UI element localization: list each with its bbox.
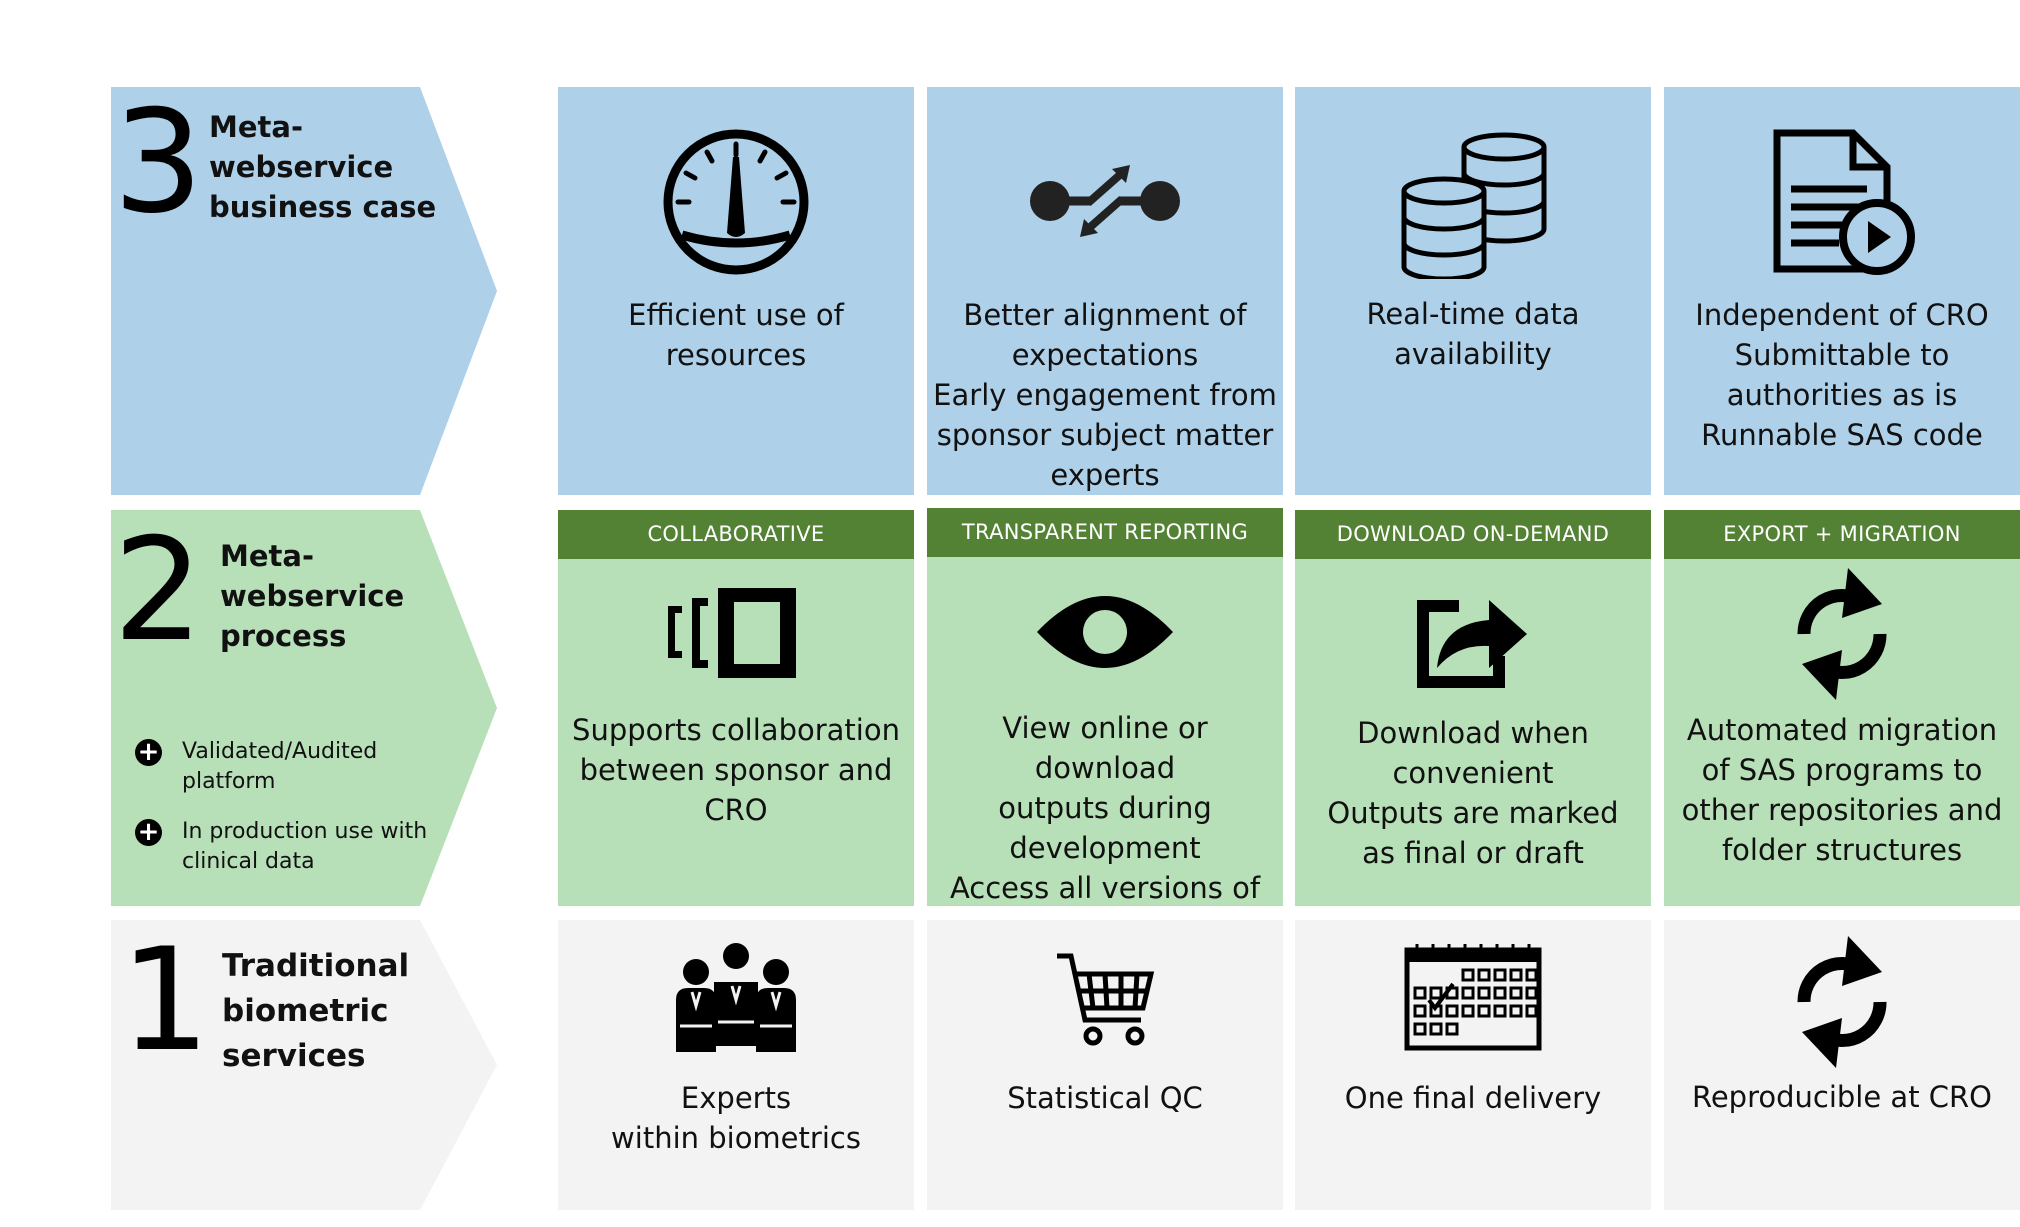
calendar-icon xyxy=(1404,944,1542,1051)
row3-tile-2-text: Better alignment of expectations Early e… xyxy=(933,298,1277,492)
tile-header: COLLABORATIVE xyxy=(558,510,914,559)
row1-tile-1-text: Experts within biometrics xyxy=(611,1081,861,1155)
row3-tile-3: Real-time data availability xyxy=(1295,87,1651,495)
tile-header: EXPORT + MIGRATION xyxy=(1664,510,2020,559)
row3-chevron xyxy=(111,87,497,495)
tile-header: DOWNLOAD ON-DEMAND xyxy=(1295,510,1651,559)
row2-tile-1: COLLABORATIVE Supports collaboration bet… xyxy=(558,510,914,906)
row3-tile-1: Efficient use of resources xyxy=(558,87,914,495)
row3-tile-2: Better alignment of expectations Early e… xyxy=(927,87,1283,495)
alignment-arrows-icon xyxy=(1030,165,1180,237)
row1-chevron xyxy=(111,920,497,1210)
row2-tile-2: TRANSPARENT REPORTING View online or dow… xyxy=(927,508,1283,985)
row2-tile-4-text: Automated migration of SAS programs to o… xyxy=(1681,713,2003,867)
sync-icon xyxy=(1797,936,1887,1068)
row2-bullets: +Validated/Audited platform +In producti… xyxy=(133,737,473,897)
eye-icon xyxy=(1037,596,1173,668)
speedometer-icon xyxy=(663,129,809,275)
row1-tile-3-text: One final delivery xyxy=(1344,1081,1602,1115)
row3-tile-4-text: Independent of CRO Submittable to author… xyxy=(1695,298,1989,452)
row1-tile-1: Experts within biometrics xyxy=(558,920,914,1210)
row3-number: 3 xyxy=(113,80,204,245)
row3-tile-4: Independent of CRO Submittable to author… xyxy=(1664,87,2020,495)
tile-header: TRANSPARENT REPORTING xyxy=(927,508,1283,557)
row1-number: 1 xyxy=(120,918,211,1083)
row1-tile-2-text: Statistical QC xyxy=(1007,1081,1203,1115)
plus-icon: + xyxy=(135,739,162,766)
row2-number: 2 xyxy=(113,508,204,673)
row1-tile-4: Reproducible at CRO xyxy=(1664,920,2020,1210)
row2-title: Meta- webservice process xyxy=(220,539,405,653)
row3-tile-1-text: Efficient use of resources xyxy=(628,298,844,372)
row1-tile-3: One final delivery xyxy=(1295,920,1651,1210)
bullet-item: +Validated/Audited platform xyxy=(133,737,473,797)
row3-tile-3-text: Real-time data availability xyxy=(1366,297,1580,371)
document-play-icon xyxy=(1773,129,1915,275)
row3-title: Meta- webservice business case xyxy=(209,110,437,224)
bullet-item: +In production use with clinical data xyxy=(133,817,473,877)
row1-tile-4-text: Reproducible at CRO xyxy=(1691,1080,1993,1114)
row1-tile-2: Statistical QC xyxy=(927,920,1283,1210)
row2-tile-1-text: Supports collaboration between sponsor a… xyxy=(572,713,900,827)
plus-icon: + xyxy=(135,819,162,846)
row1-title: Traditional biometric services xyxy=(222,948,410,1074)
row2-tile-3-text: Download when convenient Outputs are mar… xyxy=(1327,716,1619,870)
share-export-icon xyxy=(1417,600,1527,688)
team-icon xyxy=(676,943,796,1052)
database-icon xyxy=(1401,132,1547,279)
row2-tile-4: EXPORT + MIGRATION Automated migration o… xyxy=(1664,510,2020,906)
shopping-cart-icon xyxy=(1057,953,1155,1046)
row2-chevron xyxy=(111,510,497,906)
row2-tile-3: DOWNLOAD ON-DEMAND Download when conveni… xyxy=(1295,510,1651,906)
collaboration-icon xyxy=(668,588,796,678)
sync-icon xyxy=(1797,568,1887,700)
